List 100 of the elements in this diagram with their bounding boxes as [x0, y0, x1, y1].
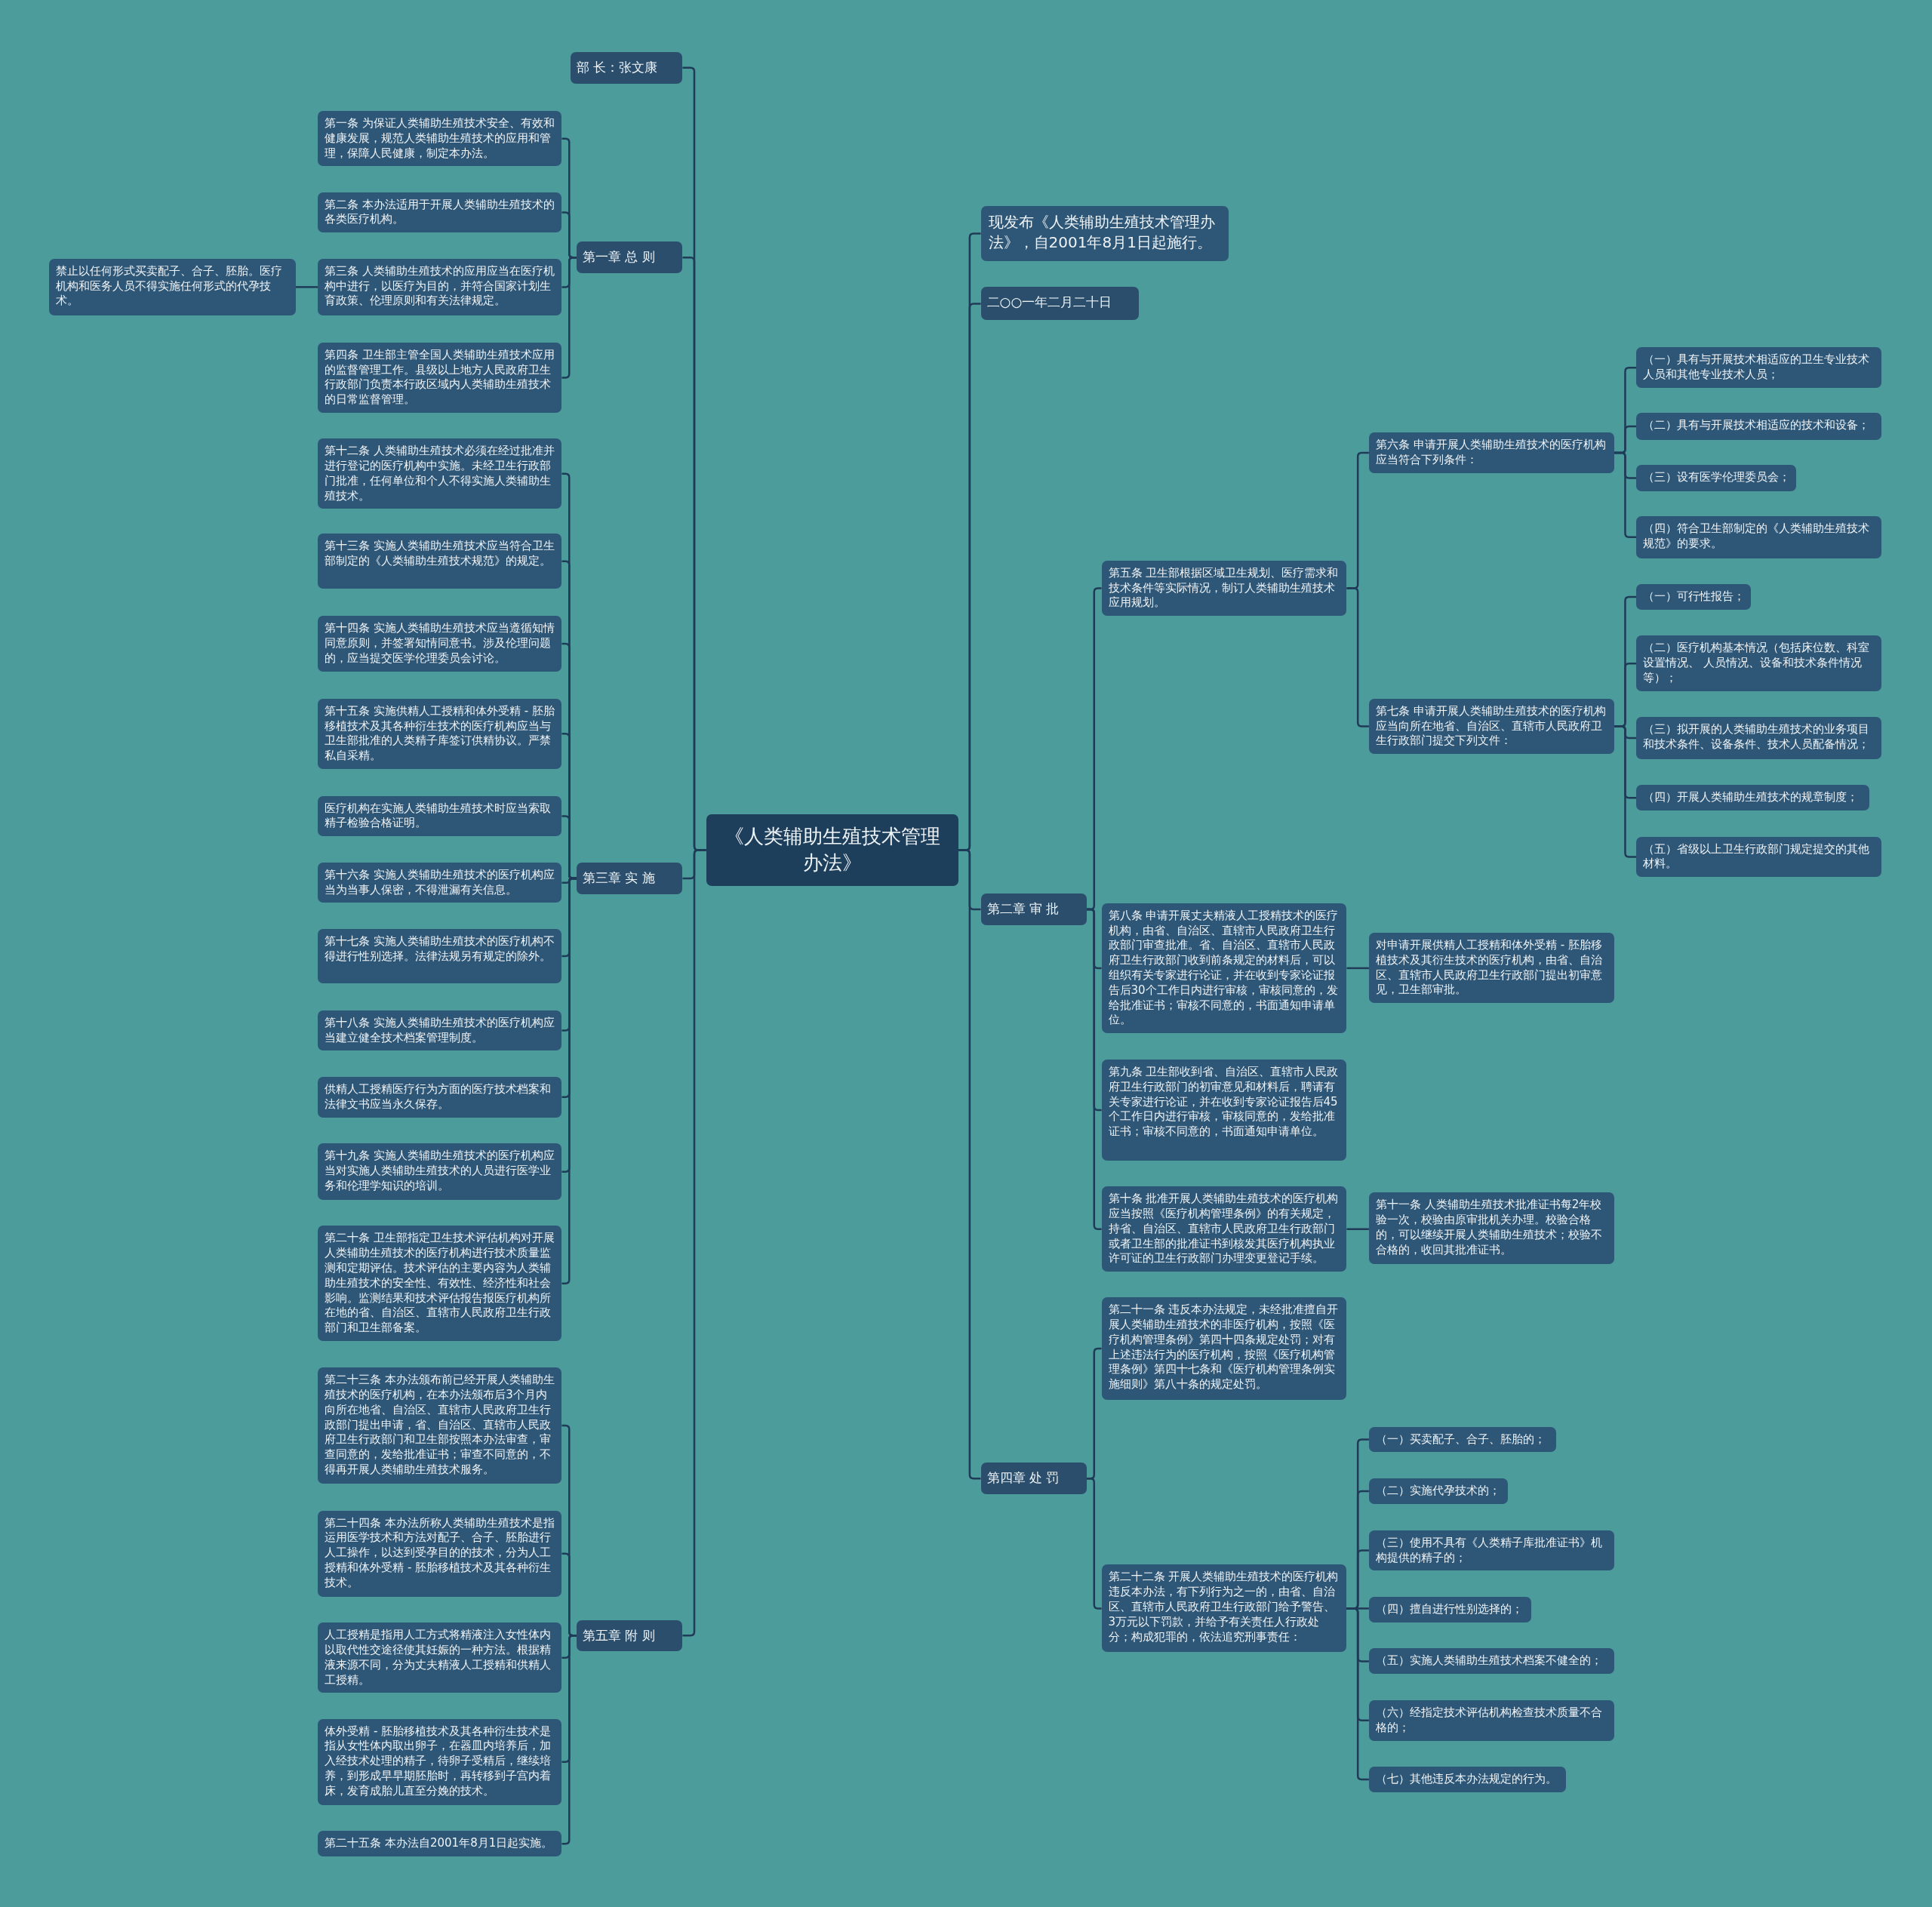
- topic-text: 第二十一条 违反本办法规定，未经批准擅自开展人类辅助生殖技术的非医疗机构，按照《医疗机构管理条例》第四十四条规定处罚；对有上述违法行为的医疗机构，按照《医疗机构管理条例》第四十七条和《医疗机构管理条例实施细则》第八十条的规定处罚。: [1108, 1303, 1340, 1392]
- subtopic-card: [1101, 560, 1347, 617]
- branch-topic: [980, 893, 1087, 926]
- topic-text: （四）符合卫生部制定的《人类辅助生殖技术规范》的要求。: [1643, 521, 1871, 552]
- connector-line: [561, 256, 577, 379]
- subtopic-card: [318, 1622, 562, 1693]
- topic-text: 第十四条 实施人类辅助生殖技术应当遵循知情同意原则，并签署知情同意书。涉及伦理问题的，应当提交医学伦理委员会讨论。: [325, 621, 555, 666]
- subtopic-card: [318, 1718, 562, 1805]
- subtopic-card: [1368, 1648, 1614, 1675]
- topic-text: 第二条 本办法适用于开展人类辅助生殖技术的各类医疗机构。: [325, 197, 555, 228]
- subtopic-card: [1636, 347, 1882, 389]
- subtopic-card: [318, 795, 562, 837]
- topic-text: 第十二条 人类辅助生殖技术必须在经过批准并进行登记的医疗机构中实施。未经卫生行政部门批准，任何单位和个人不得实施人类辅助生殖技术。: [325, 444, 555, 504]
- connector-line: [1346, 587, 1369, 727]
- topic-text: 《人类辅助生殖技术管理办法》: [723, 824, 941, 876]
- topic-text: 第十六条 实施人类辅助生殖技术的医疗机构应当为当事人保密，不得泄漏有关信息。: [325, 867, 555, 898]
- topic-text: （五）实施人类辅助生殖技术档案不健全的；: [1375, 1653, 1603, 1669]
- subtopic-card: [318, 533, 562, 589]
- topic-text: （四）擅自进行性别选择的；: [1375, 1601, 1524, 1617]
- subtopic-card: [318, 698, 562, 769]
- topic-text: 第二十四条 本办法所称人类辅助生殖技术是指运用医学技术和方法对配子、合子、胚胎进行人工操作，以达到受孕目的的技术，分为人工授精和体外受精 - 胚胎移植技术及其各种衍生技术。: [325, 1515, 555, 1591]
- subtopic-card: [1368, 1192, 1614, 1265]
- subtopic-card: [1636, 412, 1882, 440]
- subtopic-card: [1636, 464, 1797, 492]
- topic-text: （一）具有与开展技术相适应的卫生专业技术人员和其他专业技术人员；: [1643, 352, 1871, 383]
- topic-text: （一）买卖配子、合子、胚胎的；: [1375, 1432, 1546, 1447]
- topic-text: 第二十五条 本办法自2001年8月1日起实施。: [325, 1836, 554, 1851]
- subtopic-card: [1101, 1297, 1347, 1400]
- connector-line: [295, 286, 318, 288]
- subtopic-card: [980, 205, 1229, 262]
- subtopic-card: [1636, 516, 1882, 558]
- subtopic-card: [1368, 1767, 1567, 1792]
- topic-text: （二）具有与开展技术相适应的技术和设备；: [1643, 417, 1871, 433]
- connector-line: [1346, 1228, 1369, 1230]
- branch-topic: [577, 241, 683, 274]
- topic-text: 二○○一年二月二十日: [986, 294, 1113, 311]
- topic-text: 第五章 附 则: [583, 1626, 656, 1644]
- subtopic-card: [318, 342, 562, 414]
- connector-line: [1346, 1607, 1369, 1781]
- subtopic-card: [1636, 583, 1751, 611]
- subtopic-card: [1636, 717, 1882, 759]
- branch-topic: [980, 287, 1139, 321]
- subtopic-card: [1636, 785, 1869, 811]
- topic-text: 第三条 人类辅助生殖技术的应用应当在医疗机构中进行，以医疗为目的，并符合国家计划生育政策、伦理原则和有关法律规定。: [325, 263, 555, 309]
- topic-text: 第十条 批准开展人类辅助生殖技术的医疗机构应当按照《医疗机构管理条例》的有关规定，持省、自治区、直辖市人民政府卫生行政部门或者卫生部的批准证书到核发其医疗机构执业许可证的卫生行政部门办理变更登记手续。: [1108, 1192, 1340, 1267]
- topic-text: 第九条 卫生部收到省、自治区、直辖市人民政府卫生行政部门的初审意见和材料后，聘请有关专家进行论证，并在收到专家论证报告后45个工作日内进行审核，审核同意的，发给批准证书；审核不同意的，书面通知申请单位。: [1108, 1065, 1340, 1140]
- topic-text: 第十一条 人类辅助生殖技术批准证书每2年校验一次，校验由原审批机关办理。校验合格的，可以继续开展人类辅助生殖技术；校验不合格的，收回其批准证书。: [1375, 1198, 1603, 1258]
- topic-text: 对申请开展供精人工授精和体外受精 - 胚胎移植技术及其衍生技术的医疗机构，由省、自治区、直辖市人民政府卫生行政部门提出初审意见，卫生部审批。: [1375, 937, 1603, 998]
- topic-text: 第一章 总 则: [583, 248, 656, 266]
- topic-text: 医疗机构在实施人类辅助生殖技术时应当索取精子检验合格证明。: [325, 801, 552, 832]
- topic-text: （一）可行性报告；: [1643, 589, 1744, 604]
- subtopic-card: [1368, 1478, 1509, 1504]
- subtopic-card: [1368, 1700, 1614, 1741]
- subtopic-card: [1636, 836, 1882, 878]
- topic-text: 人工授精是指用人工方式将精液注入女性体内以取代性交途径使其妊娠的一种方法。根据精液来源不同，分为丈夫精液人工授精和供精人工授精。: [325, 1628, 552, 1688]
- topic-text: 第十五条 实施供精人工授精和体外受精 - 胚胎移植技术及其各种衍生技术的医疗机构应当与卫生部批准的人类精子库签订供精协议。严禁私自采精。: [325, 703, 555, 764]
- connector-line: [1614, 451, 1637, 539]
- topic-text: 第六条 申请开展人类辅助生殖技术的医疗机构应当符合下列条件：: [1375, 438, 1607, 468]
- topic-text: （三）设有医学伦理委员会；: [1643, 469, 1790, 485]
- subtopic-card: [318, 616, 562, 672]
- topic-text: 第十九条 实施人类辅助生殖技术的医疗机构应当对实施人类辅助生殖技术的人员进行医学业务和伦理学知识的培训。: [325, 1149, 555, 1194]
- topic-text: 第四章 处 罚: [986, 1469, 1060, 1487]
- topic-text: 第三章 实 施: [583, 869, 656, 886]
- topic-text: 第一条 为保证人类辅助生殖技术安全、有效和健康发展，规范人类辅助生殖技术的应用和管理，保障人民健康，制定本办法。: [325, 115, 555, 161]
- topic-text: 现发布《人类辅助生殖技术管理办法》，自2001年8月1日起施行。: [988, 211, 1216, 253]
- subtopic-card: [318, 110, 562, 167]
- topic-text: 第十七条 实施人类辅助生殖技术的医疗机构不得进行性别选择。法律法规另有规定的除外。: [325, 934, 555, 964]
- topic-text: （三）使用不具有《人类精子库批准证书》机构提供的精子的；: [1375, 1535, 1603, 1566]
- topic-text: 第二章 审 批: [986, 900, 1060, 917]
- branch-topic: [577, 862, 683, 895]
- topic-text: 第五条 卫生部根据区域卫生规划、医疗需求和技术条件等实际情况，制订人类辅助生殖技术应用规划。: [1108, 565, 1340, 611]
- subtopic-card: [1368, 932, 1614, 1004]
- subtopic-card: [318, 1143, 562, 1201]
- connector-line: [1346, 967, 1369, 970]
- topic-text: 第七条 申请开展人类辅助生殖技术的医疗机构应当向所在地省、自治区、直辖市人民政府卫生行政部门提交下列文件：: [1375, 703, 1607, 749]
- topic-text: （七）其他违反本办法规定的行为。: [1375, 1772, 1558, 1787]
- connector-line: [561, 1635, 577, 1845]
- subtopic-card: [318, 929, 562, 983]
- connector-line: [1087, 908, 1102, 1230]
- subtopic-card: [318, 438, 562, 509]
- topic-text: 第八条 申请开展丈夫精液人工授精技术的医疗机构，由省、自治区、直辖市人民政府卫生行政部门审查批准。省、自治区、直辖市人民政府卫生行政部门收到前条规定的材料后，可以组织有关专家进行论证，并在收到专家论证报告后30个工作日内进行审核，审核同意的，发给批准证书；审核不同意的，书面通知申请单位。: [1108, 908, 1340, 1029]
- topic-text: （五）省级以上卫生行政部门规定提交的其他材料。: [1643, 841, 1871, 872]
- branch-topic: [980, 1462, 1087, 1495]
- central-topic: [706, 814, 959, 886]
- topic-text: （六）经指定技术评估机构检查技术质量不合格的；: [1375, 1706, 1603, 1736]
- subtopic-card: [318, 258, 562, 315]
- subtopic-card: [1101, 1186, 1347, 1272]
- topic-text: （二）实施代孕技术的；: [1375, 1484, 1501, 1499]
- topic-text: 体外受精 - 胚胎移植技术及其各种衍生技术是指从女性体内取出卵子，在器皿内培养后，加入经技术处理的精子，待卵子受精后，继续培养，到形成早早期胚胎时，再转移到子宫内着床，发育成胎儿直至分娩的技术。: [325, 1724, 552, 1799]
- subtopic-card: [318, 1510, 562, 1597]
- topic-text: 第二十三条 本办法颁布前已经开展人类辅助生殖技术的医疗机构，在本办法颁布后3个月内向所在地省、自治区、直辖市人民政府卫生行政部门提出申请，省、自治区、直辖市人民政府卫生行政部门和卫生部按照本办法审查，审查同意的，发给批准证书；审查不同意的，不得再开展人类辅助生殖技术服务。: [325, 1373, 555, 1478]
- subtopic-card: [1101, 1564, 1347, 1653]
- subtopic-card: [318, 192, 562, 233]
- subtopic-card: [1368, 1426, 1557, 1453]
- subtopic-card: [318, 862, 562, 903]
- connector-line: [1614, 725, 1637, 858]
- topic-text: 供精人工授精医疗行为方面的医疗技术档案和法律文书应当永久保存。: [325, 1081, 552, 1112]
- topic-text: 第二十二条 开展人类辅助生殖技术的医疗机构违反本办法，有下列行为之一的，由省、自治区、直辖市人民政府卫生行政部门给予警告、3万元以下罚款，并给予有关责任人行政处分；构成犯罪的，依法追究刑事责任：: [1108, 1570, 1340, 1645]
- subtopic-card: [1368, 1530, 1614, 1571]
- subtopic-card: [49, 258, 296, 315]
